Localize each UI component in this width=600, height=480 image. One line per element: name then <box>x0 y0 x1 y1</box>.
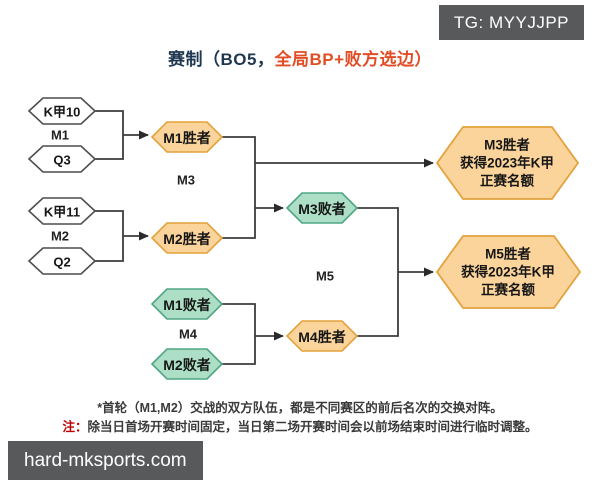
label-m2: M2 <box>51 229 69 244</box>
node-m3-final-line2: 获得2023年K甲 <box>460 155 554 171</box>
edge-seeds-m1 <box>95 110 124 160</box>
label-m4: M4 <box>179 327 198 342</box>
winner-nodes: M1胜者 M2胜者 M4胜者 <box>150 121 359 352</box>
node-m2-winner-label: M2胜者 <box>163 231 210 247</box>
final-nodes: M3胜者 获得2023年K甲 正赛名额 M5胜者 获得2023年K甲 正赛名额 <box>435 126 582 309</box>
label-m5: M5 <box>316 269 334 284</box>
node-m1-winner-shape <box>150 121 224 153</box>
label-m3: M3 <box>177 173 195 188</box>
edge-winners-merge <box>222 136 256 239</box>
node-q2-label: Q2 <box>53 255 70 270</box>
seed-nodes: K甲10 Q3 K甲11 Q2 <box>27 97 97 275</box>
match-labels: M1 M2 M3 M4 M5 <box>51 128 334 342</box>
label-m1: M1 <box>51 128 69 143</box>
node-m2-winner-shape <box>150 222 224 254</box>
diagram-title: 赛制（BO5，全局BP+败方选边） <box>0 45 600 70</box>
node-q3-label: Q3 <box>53 153 70 168</box>
node-m1-loser-shape <box>150 288 224 320</box>
node-m5-final-line1: M5胜者 <box>485 247 531 262</box>
edge-losers-merge <box>222 303 256 365</box>
site-watermark: hard-mksports.com <box>8 441 203 480</box>
node-k11-label: K甲11 <box>44 205 80 220</box>
footnote-note-label: 注： <box>62 420 88 435</box>
node-m5-final-line3: 正赛名额 <box>481 282 535 298</box>
footnote-line1: *首轮（M1,M2）交战的双方队伍，都是不同赛区的前后名次的交换对阵。 <box>97 401 503 415</box>
footnote-line2: 注：除当日首场开赛时间固定，当日第二场开赛时间会以前场结束时间进行临时调整。 <box>0 418 600 437</box>
node-m4-winner-label: M4胜者 <box>298 329 345 345</box>
edge-seeds-m2 <box>95 210 124 262</box>
footnote-line2-text: 除当日首场开赛时间固定，当日第二场开赛时间会以前场结束时间进行临时调整。 <box>87 420 538 435</box>
title-highlight: 全局BP+败方选边） <box>274 50 432 69</box>
edge-m5-merge <box>357 207 399 337</box>
node-q2-shape <box>27 247 97 275</box>
node-k11-shape <box>27 197 97 225</box>
node-m5-final-shape <box>435 235 582 309</box>
node-m3-final-shape <box>435 126 580 200</box>
node-m1-winner-label: M1胜者 <box>163 130 210 146</box>
node-m2-loser-label: M2败者 <box>163 357 210 373</box>
node-m3-loser-label: M3败者 <box>298 201 345 217</box>
loser-nodes: M3败者 M1败者 M2败者 <box>150 192 359 380</box>
node-q3-shape <box>27 145 97 173</box>
node-m5-final-line2: 获得2023年K甲 <box>461 264 555 280</box>
footnotes: *首轮（M1,M2）交战的双方队伍，都是不同赛区的前后名次的交换对阵。 注：除当… <box>0 399 600 438</box>
connector-lines <box>95 110 434 365</box>
node-k10-shape <box>27 97 97 125</box>
node-m2-loser-shape <box>150 348 224 380</box>
node-m4-winner-shape <box>285 320 359 352</box>
tg-watermark: TG: MYYJJPP <box>438 5 584 40</box>
title-prefix: 赛制（BO5， <box>167 50 275 69</box>
node-m1-loser-label: M1败者 <box>163 297 210 313</box>
node-m3-final-line3: 正赛名额 <box>480 173 534 189</box>
node-m3-loser-shape <box>285 192 359 224</box>
node-m3-final-line1: M3胜者 <box>484 138 530 153</box>
node-k10-label: K甲10 <box>44 105 81 120</box>
